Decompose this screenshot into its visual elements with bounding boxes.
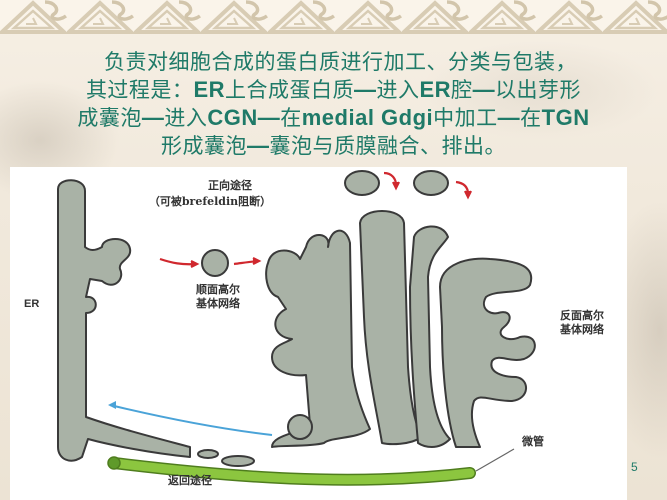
transport-vesicle (201, 249, 229, 277)
body-text-run: — (354, 77, 377, 102)
trans-golgi-label-1: 反面高尔 (560, 309, 604, 322)
cis-golgi-label-1: 顺面高尔 (196, 283, 240, 296)
forward-pathway-label: 正向途径 (208, 179, 252, 192)
er-label: ER (24, 298, 40, 310)
slide-body-text: 负责对细胞合成的蛋白质进行加工、分类与包装， 其过程是：ER上合成蛋白质—进入E… (0, 49, 667, 160)
retrograde-pathway-label: 返回途径 (168, 474, 212, 487)
border-pattern-icon (0, 0, 667, 34)
body-text-run: 其过程是： (85, 78, 194, 102)
body-text-run: 上合成蛋白质 (225, 78, 354, 102)
body-text-run: TGN (541, 105, 590, 130)
body-text-run: 囊泡与质膜融合、排出。 (269, 134, 506, 158)
retrograde-arrow-icon (108, 401, 273, 436)
microtubule (107, 448, 515, 486)
body-text-run: — (472, 77, 496, 102)
cis-golgi (265, 229, 371, 448)
body-text-run: 进入 (164, 106, 208, 130)
body-text-run: 以出芽形 (495, 78, 582, 102)
body-text-run: 在 (520, 106, 542, 130)
golgi-diagram: 正向途径 （可被brefeldin阻断） ER 顺面高尔 基体网络 反面高尔 基… (10, 167, 627, 500)
body-text-run: ER (419, 77, 452, 102)
golgi-illustration (57, 170, 536, 486)
forward-pathway-note: （可被brefeldin阻断） (148, 195, 272, 208)
trans-golgi (439, 257, 536, 448)
body-text-run: 负责对细胞合成的蛋白质进行加工、分类与包装， (104, 50, 577, 74)
ink-wash-decoration (420, 40, 660, 140)
decorative-top-border (0, 0, 667, 34)
body-text-run: ER (193, 77, 225, 102)
body-text-run: — (247, 133, 270, 158)
body-text-run: 在 (280, 106, 302, 130)
er-membrane (57, 179, 191, 462)
body-line-1: 负责对细胞合成的蛋白质进行加工、分类与包装， (0, 49, 667, 76)
body-text-run: CGN— (207, 105, 281, 130)
cis-golgi-label-2: 基体网络 (196, 297, 240, 310)
microtubule-label: 微管 (522, 435, 544, 448)
body-text-run: — (497, 105, 521, 130)
body-text-run: — (141, 105, 165, 130)
body-line-3: 成囊泡—进入CGN—在medial Gdgi中加工—在TGN (0, 104, 667, 132)
medial-golgi-2 (409, 225, 451, 448)
body-text-run: 形成囊泡 (161, 134, 247, 158)
body-text-run: 进入 (376, 78, 420, 102)
body-line-2: 其过程是：ER上合成蛋白质—进入ER腔—以出芽形 (0, 76, 667, 104)
body-text-run: medial Gdgi (301, 105, 434, 130)
trans-golgi-label-2: 基体网络 (560, 323, 604, 336)
page-number: 5 (631, 460, 638, 474)
body-line-4: 形成囊泡—囊泡与质膜融合、排出。 (0, 132, 667, 160)
body-text-run: 腔 (451, 78, 473, 102)
body-text-run: 中加工 (433, 106, 498, 130)
forward-arrow-icon (159, 171, 472, 268)
body-text-run: 成囊泡 (77, 106, 142, 130)
